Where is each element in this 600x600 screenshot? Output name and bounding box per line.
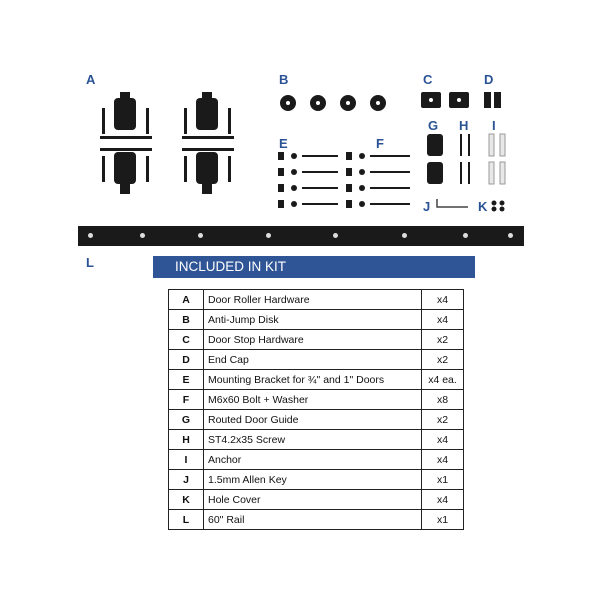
part-label-l: L [86,255,94,270]
item-name: M6x60 Bolt + Washer [203,389,422,410]
anti-jump-disk-image [280,95,386,111]
item-code: F [168,389,204,410]
door-stop-hardware-image [421,92,469,108]
item-code: B [168,309,204,330]
routed-door-guide-image [427,134,443,184]
end-cap-image [484,92,501,108]
item-name: 60" Rail [203,509,422,530]
item-code: H [168,429,204,450]
item-qty: x4 [421,289,464,310]
item-code: G [168,409,204,430]
item-qty: x8 [421,389,464,410]
item-name: Anti-Jump Disk [203,309,422,330]
part-label-k: K [478,199,488,214]
item-qty: x4 [421,489,464,510]
mounting-bracket-bolt-image [278,152,410,208]
item-name: Anchor [203,449,422,470]
item-name: Door Stop Hardware [203,329,422,350]
part-label-c: C [423,72,433,87]
item-name: Mounting Bracket for ¾" and 1" Doors [203,369,422,390]
part-label-j: J [423,199,431,214]
part-label-d: D [484,72,494,87]
item-name: Hole Cover [203,489,422,510]
item-qty: x2 [421,329,464,350]
item-qty: x4 ea. [421,369,464,390]
item-qty: x2 [421,349,464,370]
item-name: 1.5mm Allen Key [203,469,422,490]
item-code: A [168,289,204,310]
anchor-image [488,133,506,185]
part-label-h: H [459,118,469,133]
item-qty: x4 [421,449,464,470]
part-label-a: A [86,72,96,87]
part-label-f: F [376,136,384,151]
item-name: ST4.2x35 Screw [203,429,422,450]
item-qty: x1 [421,469,464,490]
item-qty: x4 [421,309,464,330]
part-label-i: I [492,118,496,133]
item-name: Door Roller Hardware [203,289,422,310]
item-qty: x2 [421,409,464,430]
item-qty: x1 [421,509,464,530]
rail-image [78,226,524,246]
door-roller-hardware-image [100,92,234,194]
item-code: E [168,369,204,390]
part-label-e: E [279,136,288,151]
item-code: L [168,509,204,530]
item-name: Routed Door Guide [203,409,422,430]
item-code: D [168,349,204,370]
included-in-kit-banner: INCLUDED IN KIT [153,256,475,278]
part-label-b: B [279,72,289,87]
item-code: I [168,449,204,470]
part-label-g: G [428,118,439,133]
screw-image [460,134,470,184]
item-name: End Cap [203,349,422,370]
allen-key-image [436,199,468,208]
item-code: J [168,469,204,490]
item-qty: x4 [421,429,464,450]
item-code: K [168,489,204,510]
hole-cover-image [491,200,505,212]
item-code: C [168,329,204,350]
